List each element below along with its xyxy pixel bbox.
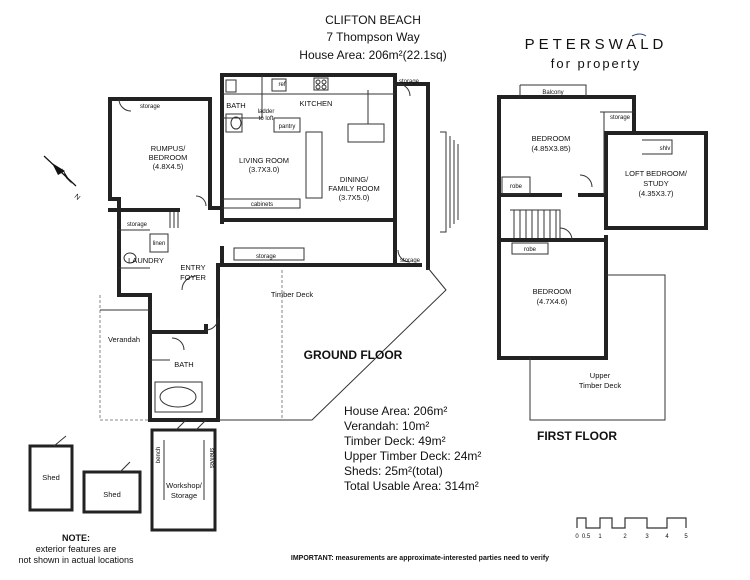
- gf-bath-bottom: BATH: [174, 360, 193, 369]
- note-line2: not shown in actual locations: [18, 555, 134, 565]
- gf-dining-dims: (3.7X5.0): [339, 193, 370, 202]
- gf-storage-top: storage: [140, 104, 161, 110]
- property-title: CLIFTON BEACH: [325, 13, 421, 27]
- area-summary: House Area: 206m² Verandah: 10m² Timber …: [344, 404, 481, 493]
- scale-tick-6: 5: [684, 534, 688, 540]
- area-sheds: Sheds: 25m²(total): [344, 464, 443, 478]
- area-house: House Area: 206m²: [344, 404, 447, 418]
- gf-bath-top: BATH: [226, 101, 245, 110]
- brand-swoosh-icon: [631, 33, 647, 37]
- gf-verandah: Verandah: [108, 335, 140, 344]
- shed2-label: Shed: [103, 490, 121, 499]
- gf-pantry: pantry: [279, 124, 296, 130]
- gf-storage-kitchen: storage: [399, 79, 420, 85]
- workshop-line2: Storage: [171, 491, 197, 500]
- ground-floor-plan: [99, 73, 459, 422]
- gf-linen: linen: [153, 241, 166, 247]
- gf-storage-left: storage: [127, 222, 148, 228]
- gf-cabinets: cabinets: [251, 202, 273, 208]
- ff-shlv: shlv: [660, 146, 671, 152]
- ff-robe2: robe: [524, 247, 537, 253]
- gf-rumpus-line1: RUMPUS/: [151, 144, 187, 153]
- gf-dining-line2: FAMILY ROOM: [328, 184, 379, 193]
- scale-tick-5: 4: [665, 534, 669, 540]
- gf-rumpus-dims: (4.8X4.5): [153, 162, 184, 171]
- shed1-label: Shed: [42, 473, 60, 482]
- gf-laundry: LAUNDRY: [128, 256, 164, 265]
- gf-storage-mid: storage: [256, 254, 277, 260]
- ff-loft-line2: STUDY: [643, 179, 668, 188]
- ff-bedroom2-dims: (4.7X4.6): [537, 297, 568, 306]
- disclaimer: IMPORTANT: measurements are approximate-…: [291, 555, 549, 562]
- brand-name: PETERSWALD: [525, 36, 668, 53]
- gf-living: LIVING ROOM: [239, 156, 289, 165]
- area-verandah: Verandah: 10m²: [344, 419, 429, 433]
- gf-ref: ref: [278, 82, 285, 88]
- property-address: 7 Thompson Way: [326, 30, 419, 44]
- ff-loft-line1: LOFT BEDROOM/: [625, 169, 688, 178]
- gf-entry-line2: FOYER: [180, 273, 206, 282]
- ff-upper-deck-line1: Upper: [590, 371, 611, 380]
- ff-storage: storage: [610, 115, 631, 121]
- scale-bar: 0 0.5 1 2 3 4 5: [575, 517, 688, 540]
- ff-bedroom2: BEDROOM: [533, 287, 572, 296]
- note-line1: exterior features are: [36, 544, 117, 554]
- ff-balcony: Balcony: [542, 90, 563, 96]
- ff-bedroom1: BEDROOM: [532, 134, 571, 143]
- gf-kitchen: KITCHEN: [300, 99, 333, 108]
- brand-tagline: for property: [551, 56, 641, 71]
- note-title: NOTE:: [62, 533, 90, 543]
- workshop-line1: Workshop/: [166, 481, 203, 490]
- area-total: Total Usable Area: 314m²: [344, 479, 479, 493]
- gf-entry-line1: ENTRY: [180, 263, 205, 272]
- area-timber-deck: Timber Deck: 49m²: [344, 434, 446, 448]
- scale-tick-2: 1: [598, 534, 602, 540]
- first-floor-label: FIRST FLOOR: [537, 429, 617, 443]
- scale-tick-4: 3: [645, 534, 649, 540]
- scale-tick-0: 0: [575, 534, 579, 540]
- gf-rumpus-line2: BEDROOM: [149, 153, 188, 162]
- header-house-area: House Area: 206m²(22.1sq): [299, 48, 446, 62]
- area-upper-deck: Upper Timber Deck: 24m²: [344, 449, 481, 463]
- gf-ladder-line1: ladder: [258, 109, 275, 115]
- ff-bedroom1-dims: (4.85X3.85): [531, 144, 571, 153]
- ff-loft-dims: (4.35X3.7): [638, 189, 674, 198]
- compass-north-label: N: [73, 193, 81, 202]
- scale-tick-3: 2: [623, 534, 627, 540]
- outbuildings: [28, 419, 217, 532]
- workshop-bench: bench: [156, 447, 162, 463]
- gf-ladder-line2: to loft: [259, 116, 274, 122]
- scale-tick-1: 0.5: [582, 534, 591, 540]
- gf-living-dims: (3.7X3.0): [249, 165, 280, 174]
- ground-floor-label: GROUND FLOOR: [304, 348, 403, 362]
- compass-icon: N: [43, 155, 81, 202]
- gf-dining-line1: DINING/: [340, 175, 369, 184]
- gf-storage-right: storage: [400, 258, 421, 264]
- ff-robe1: robe: [510, 184, 523, 190]
- ff-upper-deck-line2: Timber Deck: [579, 381, 621, 390]
- gf-timber-deck: Timber Deck: [271, 290, 313, 299]
- first-floor-plan: [497, 84, 708, 421]
- brand-logo: PETERSWALD for property: [525, 33, 668, 71]
- workshop-shelves: shelves: [208, 448, 214, 468]
